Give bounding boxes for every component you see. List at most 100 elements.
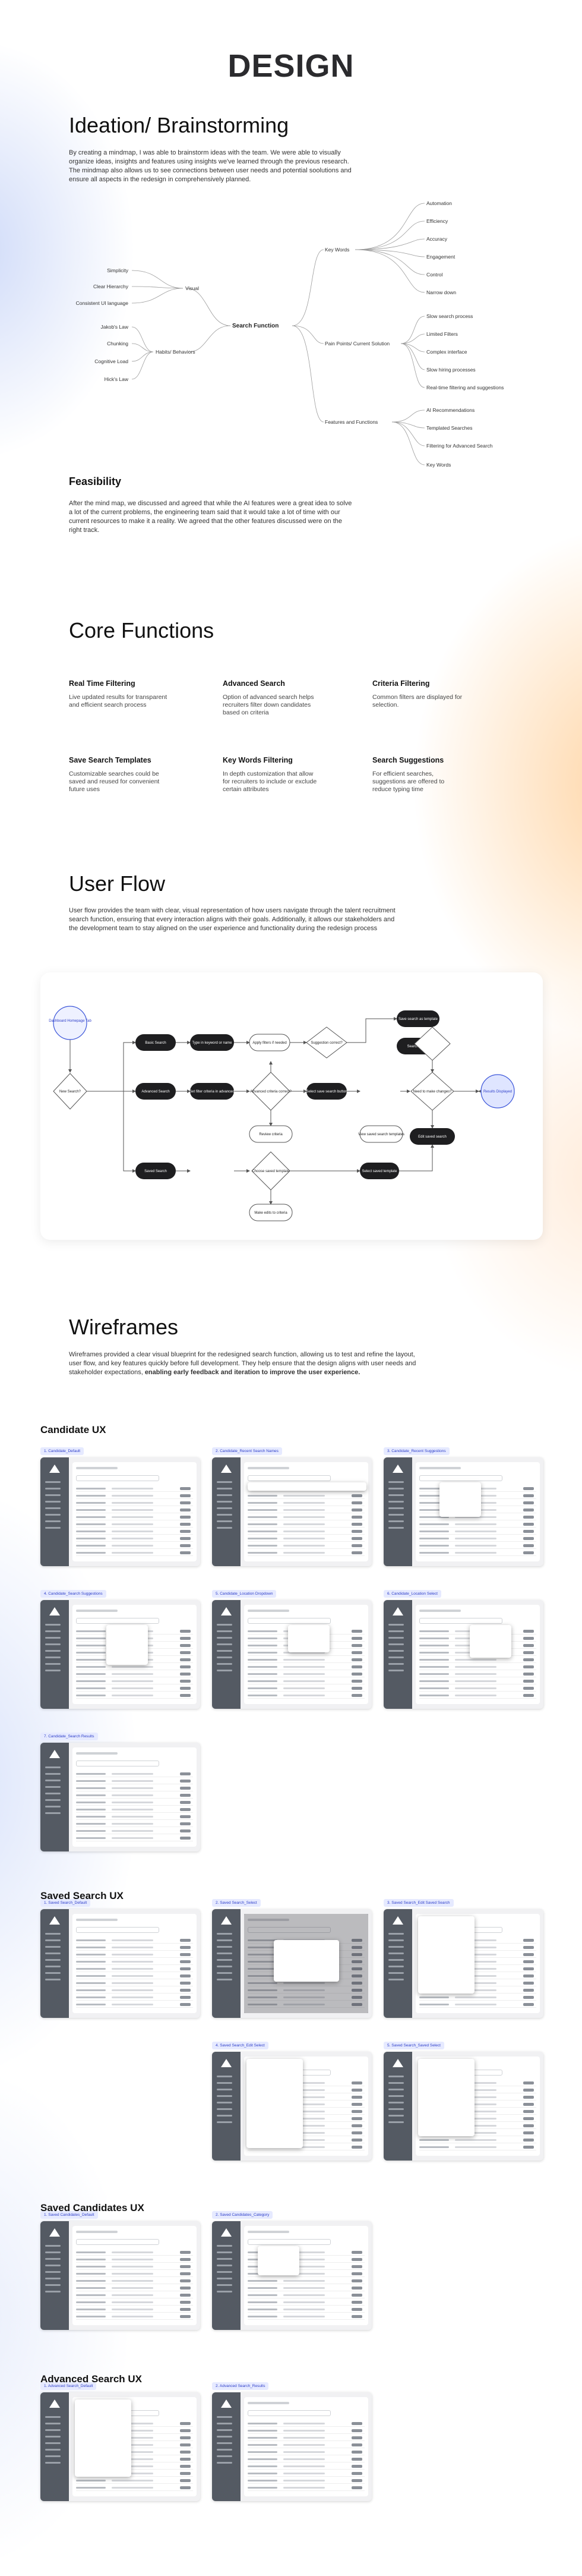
wireframes-body: Wireframes provided a clear visual bluep… xyxy=(69,1350,419,1377)
wf-main xyxy=(244,1605,368,1704)
wf-row xyxy=(76,1486,193,1492)
mindmap-branch-keywords: Key Words xyxy=(325,247,349,253)
wf-nav-line xyxy=(45,1494,61,1496)
wf-nav-line xyxy=(217,2115,232,2117)
wf-nav-line xyxy=(217,2258,232,2260)
wireframe-thumbnail[interactable] xyxy=(384,2052,543,2161)
wireframe-thumbnail[interactable] xyxy=(40,2392,200,2501)
wf-nav-line xyxy=(45,1630,61,1632)
wf-nav-line xyxy=(217,1979,232,1980)
wf-nav-line xyxy=(388,1959,404,1961)
wireframe-thumbnail[interactable] xyxy=(384,1457,543,1566)
wireframe-thumbnail[interactable] xyxy=(40,2221,200,2330)
wf-row xyxy=(76,2307,193,2313)
wf-row xyxy=(76,1500,193,1506)
wf-row xyxy=(248,2428,365,2434)
flow-node-save-template: Save search as template xyxy=(398,1018,438,1021)
wf-main xyxy=(244,2397,368,2496)
wf-row xyxy=(248,2478,365,2484)
wf-nav-line xyxy=(388,1507,404,1509)
logo-icon xyxy=(221,1607,232,1615)
mindmap-node: AI Recommendations xyxy=(426,407,475,413)
wf-row xyxy=(248,2300,365,2306)
wf-nav-line xyxy=(45,2284,61,2286)
wf-row xyxy=(76,1938,193,1944)
wf-row xyxy=(76,1959,193,1965)
wireframe-thumbnail[interactable] xyxy=(40,1457,200,1566)
wf-main xyxy=(72,1462,197,1561)
wf-row xyxy=(248,1679,365,1684)
wf-nav-line xyxy=(217,2291,232,2292)
mindmap-node: Engagement xyxy=(426,254,456,260)
wf-row xyxy=(248,2435,365,2441)
wf-nav-line xyxy=(217,1946,232,1948)
wf-nav-line xyxy=(217,2455,232,2457)
wireframe-thumbnail[interactable] xyxy=(40,1600,200,1709)
mindmap-node: Slow hiring processes xyxy=(426,367,476,373)
core-item-title: Key Words Filtering xyxy=(223,756,293,764)
wf-row xyxy=(76,1821,193,1827)
wf-header-line xyxy=(419,1610,461,1612)
logo-icon xyxy=(49,1607,60,1615)
wf-row xyxy=(248,1671,365,1677)
wf-row xyxy=(76,1828,193,1834)
wf-row xyxy=(248,1522,365,1528)
wf-search-box xyxy=(76,1761,159,1766)
wf-nav-line xyxy=(217,2076,232,2077)
wf-row xyxy=(419,1536,536,1542)
wf-dropdown xyxy=(258,2246,299,2275)
wireframe-label: 6. Candidate_Location Select xyxy=(384,1590,441,1598)
wireframe-thumbnail[interactable] xyxy=(40,1743,200,1851)
wireframe-label: 1. Advanced Search_Default xyxy=(40,2382,97,2390)
wireframe-thumbnail[interactable] xyxy=(212,2221,372,2330)
wf-nav-line xyxy=(217,1953,232,1954)
wf-nav-line xyxy=(45,2455,61,2457)
wf-nav-line xyxy=(388,2121,404,2123)
wf-sidebar xyxy=(40,1600,69,1709)
wf-nav-line xyxy=(388,2076,404,2077)
wf-row xyxy=(76,1988,193,1994)
wf-row xyxy=(76,2264,193,2270)
wireframe-thumbnail[interactable] xyxy=(212,1909,372,2018)
wf-row xyxy=(419,1664,536,1670)
wf-row xyxy=(76,1785,193,1791)
core-item-title: Criteria Filtering xyxy=(372,679,430,688)
mindmap-branch-visual: Visual xyxy=(185,285,199,291)
wf-row xyxy=(76,2271,193,2277)
wf-search-box xyxy=(248,1475,331,1481)
wf-nav-line xyxy=(45,2271,61,2273)
wf-row xyxy=(248,1500,365,1506)
wf-nav-line xyxy=(217,2102,232,2103)
wf-nav-line xyxy=(217,2265,232,2266)
mindmap-node: Templated Searches xyxy=(426,425,473,431)
wf-row xyxy=(76,2250,193,2256)
wireframe-thumbnail[interactable] xyxy=(212,1457,372,1566)
wf-row xyxy=(76,2002,193,2008)
wf-row xyxy=(76,2285,193,2291)
wireframe-thumbnail[interactable] xyxy=(384,1909,543,2018)
wireframe-thumbnail[interactable] xyxy=(40,1909,200,2018)
wf-group-title: Candidate UX xyxy=(40,1424,106,1435)
wireframe-thumbnail[interactable] xyxy=(212,2052,372,2161)
user-flow-diagram: Dashboard Homepage Tab Results Displayed… xyxy=(40,972,543,1240)
wf-row xyxy=(248,1507,365,1513)
wf-nav-line xyxy=(217,1501,232,1503)
mindmap-node: Consistent UI language xyxy=(76,300,129,306)
wf-nav-line xyxy=(388,1939,404,1941)
wf-row xyxy=(248,2285,365,2291)
flow-node-type-keywords: Type in keyword or name xyxy=(192,1041,232,1045)
wf-header-line xyxy=(248,1919,289,1921)
wf-row xyxy=(248,2002,365,2008)
wf-row xyxy=(248,1543,365,1549)
wf-nav-line xyxy=(388,1643,404,1645)
wf-row xyxy=(419,1657,536,1663)
wireframe-thumbnail[interactable] xyxy=(384,1600,543,1709)
wf-group-title: Advanced Search UX xyxy=(40,2373,143,2385)
wireframe-thumbnail[interactable] xyxy=(212,2392,372,2501)
wf-nav-line xyxy=(217,2449,232,2451)
wf-row xyxy=(419,1514,536,1520)
wf-header-line xyxy=(76,2231,118,2233)
wireframe-thumbnail[interactable] xyxy=(212,1600,372,1709)
mindmap-node: Hick's Law xyxy=(105,376,129,382)
wf-nav-line xyxy=(45,2278,61,2279)
